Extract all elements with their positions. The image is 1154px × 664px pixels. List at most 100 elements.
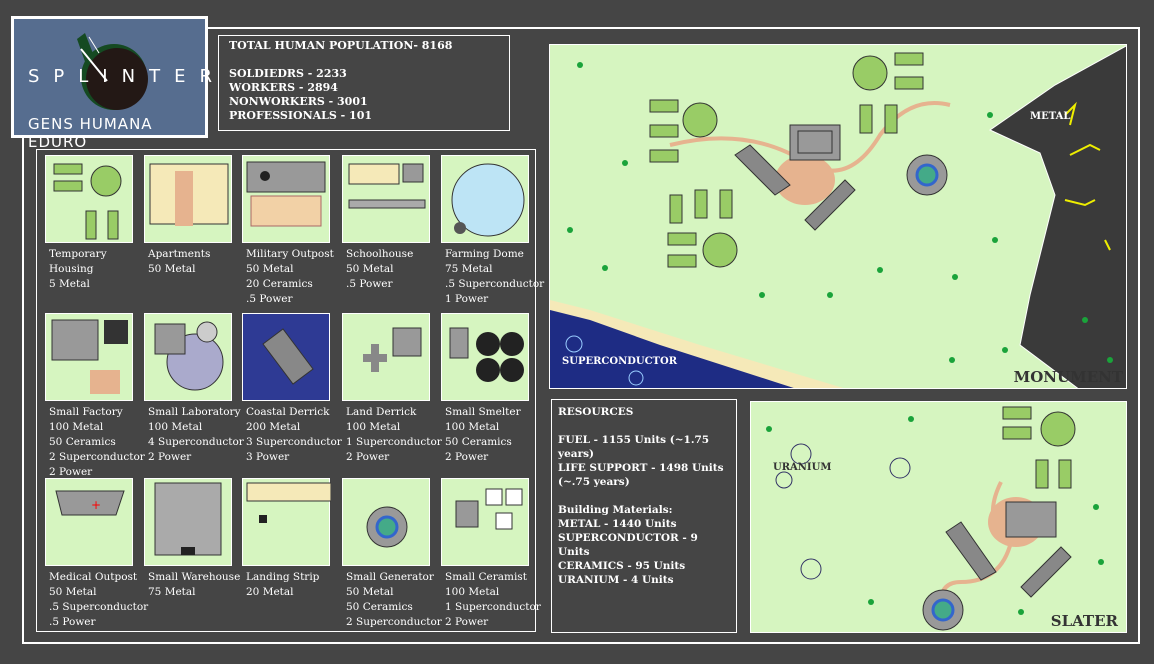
- building-name: Small Smelter: [445, 406, 521, 418]
- professionals-count: PROFESSIONALS - 101: [229, 109, 373, 122]
- frame: [22, 27, 1140, 644]
- building-cost: 50 Metal: [346, 586, 394, 598]
- building-cost: 2 Power: [346, 451, 390, 463]
- building-cost: 1 Superconductor: [346, 436, 442, 448]
- nonworkers-count: NONWORKERS - 3001: [229, 95, 368, 108]
- building-cost: 2 Power: [148, 451, 192, 463]
- medical-outpost-icon: +: [55, 490, 125, 516]
- land-derrick-icon: [363, 327, 422, 372]
- building-tile-small-laboratory[interactable]: [144, 313, 232, 401]
- small-smelter-icon: [449, 327, 524, 382]
- building-cost: .5 Power: [346, 278, 393, 290]
- total-population: TOTAL HUMAN POPULATION- 8168: [229, 39, 453, 52]
- building-cost: 3 Superconductor: [246, 436, 342, 448]
- building-name: Small Factory: [49, 406, 123, 418]
- building-tile-small-warehouse[interactable]: [144, 478, 232, 566]
- building-tile-small-generator[interactable]: [342, 478, 430, 566]
- map-monument[interactable]: METAL SUPERCONDUCTOR MONUMENT: [549, 44, 1127, 389]
- small-warehouse-icon: [154, 482, 222, 556]
- monument-label: MONUMENT: [1013, 368, 1123, 386]
- building-cost: 1 Superconductor: [445, 601, 541, 613]
- building-tile-land-derrick[interactable]: [342, 313, 430, 401]
- population-panel: TOTAL HUMAN POPULATION- 8168 SOLDIEDRS -…: [218, 35, 510, 131]
- building-tile-small-ceramist[interactable]: [441, 478, 529, 566]
- building-cost: 4 Superconductor: [148, 436, 244, 448]
- slater-terrain: [766, 406, 1104, 631]
- building-cost: 5 Metal: [49, 278, 90, 290]
- building-tile-military-outpost[interactable]: [242, 155, 330, 243]
- building-name: Small Warehouse: [148, 571, 241, 583]
- uranium-deposit-label: URANIUM: [773, 462, 832, 473]
- building-cost: 50 Ceramics: [346, 601, 413, 613]
- building-label-small-smelter: Small Smelter 100 Metal 50 Ceramics 2 Power: [445, 405, 521, 465]
- building-cost: 50 Metal: [148, 263, 196, 275]
- building-cost: 100 Metal: [445, 586, 500, 598]
- superconductor-amount: SUPERCONDUCTOR - 9 Units: [558, 532, 698, 558]
- building-cost: 75 Metal: [148, 586, 196, 598]
- building-cost: 20 Ceramics: [246, 278, 313, 290]
- map-slater[interactable]: URANIUM SLATER: [750, 401, 1127, 633]
- small-generator-icon: [366, 506, 408, 548]
- building-cost: .5 Power: [246, 293, 293, 305]
- building-cost: 2 Superconductor: [49, 451, 145, 463]
- building-tile-small-factory[interactable]: [45, 313, 133, 401]
- metal-deposit-label: METAL: [1030, 111, 1071, 122]
- building-cost: 100 Metal: [445, 421, 500, 433]
- building-cost: 75 Metal: [445, 263, 493, 275]
- building-tile-landing-strip[interactable]: [242, 478, 332, 566]
- ceramics-amount: CERAMICS - 95 Units: [558, 560, 686, 572]
- building-cost: 2 Power: [445, 451, 489, 463]
- building-name: Landing Strip: [246, 571, 320, 583]
- building-tile-farming-dome[interactable]: [441, 155, 529, 243]
- small-factory-icon: [51, 319, 128, 394]
- fuel-amount: FUEL - 1155 Units (~1.75 years): [558, 434, 710, 460]
- building-tile-coastal-derrick[interactable]: [242, 313, 330, 401]
- schoolhouse-icon: [348, 163, 426, 209]
- military-outpost-icon: [246, 161, 326, 227]
- building-cost: 50 Ceramics: [445, 436, 512, 448]
- building-label-farming-dome: Farming Dome 75 Metal .5 Superconductor 1 P…: [445, 247, 544, 307]
- building-cost: .5 Superconductor: [49, 601, 149, 613]
- building-tile-temporary[interactable]: [45, 155, 133, 243]
- building-tile-small-smelter[interactable]: [441, 313, 529, 401]
- building-cost: 100 Metal: [49, 421, 104, 433]
- building-name: Small Ceramist: [445, 571, 527, 583]
- building-cost: 1 Power: [445, 293, 489, 305]
- small-laboratory-icon: [154, 321, 224, 391]
- resources-title: RESOURCES: [558, 406, 634, 418]
- building-cost: 50 Metal: [246, 263, 294, 275]
- building-name: Temporary: [49, 248, 107, 260]
- farming-dome-icon: [451, 163, 525, 237]
- svg-text:+: +: [91, 498, 101, 512]
- uranium-amount: URANIUM - 4 Units: [558, 574, 674, 586]
- building-cost: 200 Metal: [246, 421, 301, 433]
- building-name: Farming Dome: [445, 248, 524, 260]
- building-materials-heading: Building Materials:: [558, 504, 673, 516]
- logo-motto: GENS HUMANA EDURO: [28, 115, 153, 151]
- building-name: Military Outpost: [246, 248, 334, 260]
- building-cost: .5 Superconductor: [445, 278, 545, 290]
- building-cost: 50 Ceramics: [49, 436, 116, 448]
- logo: SPLINTER GENS HUMANA EDURO: [11, 16, 212, 151]
- building-tile-schoolhouse[interactable]: [342, 155, 430, 243]
- building-label-small-warehouse: Small Warehouse 75 Metal: [148, 570, 240, 600]
- building-cost: 100 Metal: [148, 421, 203, 433]
- building-tile-apartments[interactable]: [144, 155, 232, 243]
- slater-label: SLATER: [1050, 612, 1118, 630]
- building-cost: 50 Metal: [346, 263, 394, 275]
- coastal-derrick-icon: [262, 328, 314, 385]
- apartments-icon: [149, 163, 229, 226]
- building-tile-medical-outpost[interactable]: +: [45, 478, 133, 566]
- metal-amount: METAL - 1440 Units: [558, 518, 677, 530]
- soldiers-count: SOLDIEDRS - 2233: [229, 67, 347, 80]
